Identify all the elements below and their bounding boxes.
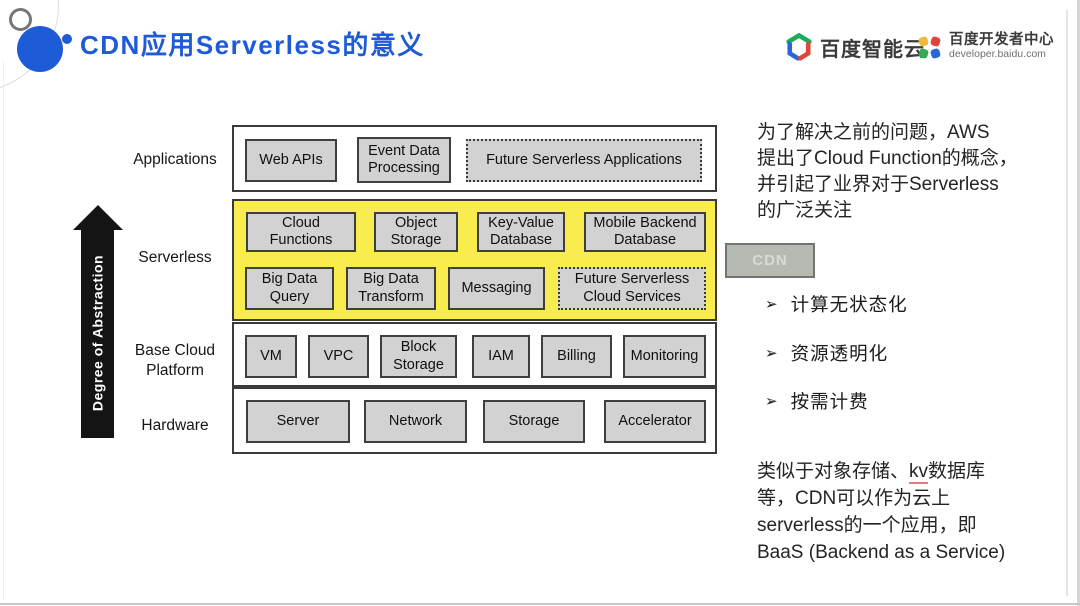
page-title: CDN应用Serverless的意义 bbox=[80, 30, 425, 60]
abstraction-arrow-head-icon bbox=[73, 205, 123, 230]
paragraph-line: 并引起了业界对于Serverless bbox=[757, 174, 999, 195]
ring-circle-decoration bbox=[9, 8, 32, 31]
baidu-developer-brand-url: developer.baidu.com bbox=[949, 48, 1046, 61]
screenshot-right-border bbox=[1077, 0, 1080, 606]
cdn-box: CDN bbox=[725, 243, 815, 278]
diagram-box-event-data-processing: Event Data Processing bbox=[357, 137, 451, 183]
screenshot-bottom-border bbox=[0, 603, 1080, 605]
baidu-developer-brand-label: 百度开发者中心 bbox=[949, 32, 1054, 49]
diagram-box-key-value-database: Key-Value Database bbox=[477, 212, 565, 252]
diagram-box-object-storage: Object Storage bbox=[374, 212, 458, 252]
bullet-item-pay-per-use: ➢ 按需计费 bbox=[765, 388, 869, 414]
baidu-developer-logo-icon bbox=[916, 34, 943, 61]
paragraph-line: 等，CDN可以作为云上 bbox=[757, 488, 951, 509]
diagram-box-vpc: VPC bbox=[308, 335, 369, 378]
diagram-box-cloud-functions: Cloud Functions bbox=[246, 212, 356, 252]
title-bullet-dot bbox=[62, 34, 72, 44]
bullet-label: 资源透明化 bbox=[790, 343, 889, 364]
diagram-box-mobile-backend-database: Mobile Backend Database bbox=[584, 212, 706, 252]
diagram-box-iam: IAM bbox=[472, 335, 530, 378]
paragraph-line: serverless的一个应用，即 bbox=[757, 515, 977, 536]
diagram-box-web-apis: Web APIs bbox=[245, 139, 337, 182]
arrow-bullet-icon: ➢ bbox=[765, 296, 778, 313]
diagram-box-storage: Storage bbox=[483, 400, 585, 443]
slide-right-edge bbox=[1066, 10, 1068, 596]
abstraction-axis-label: Degree of Abstraction bbox=[89, 254, 106, 412]
baidu-cloud-logo-icon bbox=[785, 32, 813, 62]
bullet-item-stateless: ➢ 计算无状态化 bbox=[765, 291, 908, 317]
paragraph-segment: 数据库 bbox=[928, 461, 986, 482]
paragraph-line: 为了解决之前的问题，AWS bbox=[757, 122, 990, 143]
paragraph-line: 的广泛关注 bbox=[757, 200, 853, 221]
diagram-box-accelerator: Accelerator bbox=[604, 400, 706, 443]
arrow-bullet-icon: ➢ bbox=[765, 345, 778, 362]
baidu-cloud-brand: 百度智能云 bbox=[785, 30, 925, 64]
right-paragraph-2: 类似于对象存储、kv数据库 等，CDN可以作为云上 serverless的一个应… bbox=[757, 458, 1005, 566]
diagram-box-messaging: Messaging bbox=[448, 267, 545, 310]
diagram-box-big-data-transform: Big Data Transform bbox=[346, 267, 436, 310]
arrow-bullet-icon: ➢ bbox=[765, 393, 778, 410]
bullet-label: 计算无状态化 bbox=[790, 294, 908, 315]
paragraph-line: BaaS (Backend as a Service) bbox=[757, 542, 1006, 563]
diagram-box-vm: VM bbox=[245, 335, 297, 378]
diagram-box-block-storage: Block Storage bbox=[380, 335, 457, 378]
baidu-developer-brand: 百度开发者中心 developer.baidu.com bbox=[916, 30, 1054, 64]
layer-label-serverless: Serverless bbox=[138, 249, 212, 266]
bullet-label: 按需计费 bbox=[790, 391, 869, 412]
abstraction-arrow-shaft bbox=[81, 228, 114, 438]
blue-circle-decoration bbox=[17, 26, 63, 72]
slide-left-edge bbox=[3, 60, 4, 600]
diagram-box-monitoring: Monitoring bbox=[623, 335, 706, 378]
right-paragraph-1: 为了解决之前的问题，AWS 提出了Cloud Function的概念， 并引起了… bbox=[757, 120, 1018, 224]
diagram-box-big-data-query: Big Data Query bbox=[245, 267, 334, 310]
layer-label-base-cloud-platform: Base Cloud Platform bbox=[134, 342, 216, 380]
kv-underlined-text: kv bbox=[909, 461, 929, 484]
paragraph-line: 提出了Cloud Function的概念， bbox=[757, 148, 1018, 169]
diagram-box-network: Network bbox=[364, 400, 467, 443]
diagram-box-billing: Billing bbox=[541, 335, 612, 378]
bullet-item-resource-transparency: ➢ 资源透明化 bbox=[765, 340, 888, 366]
layer-label-applications: Applications bbox=[133, 151, 217, 168]
diagram-box-future-serverless-applications: Future Serverless Applications bbox=[466, 139, 702, 182]
diagram-box-future-serverless-cloud-services: Future Serverless Cloud Services bbox=[558, 267, 706, 310]
baidu-cloud-brand-label: 百度智能云 bbox=[820, 38, 925, 61]
layer-label-hardware: Hardware bbox=[141, 417, 209, 434]
paragraph-segment: 类似于对象存储、 bbox=[757, 461, 910, 482]
diagram-box-server: Server bbox=[246, 400, 350, 443]
paragraph-line: 类似于对象存储、kv数据库 bbox=[757, 458, 1005, 485]
